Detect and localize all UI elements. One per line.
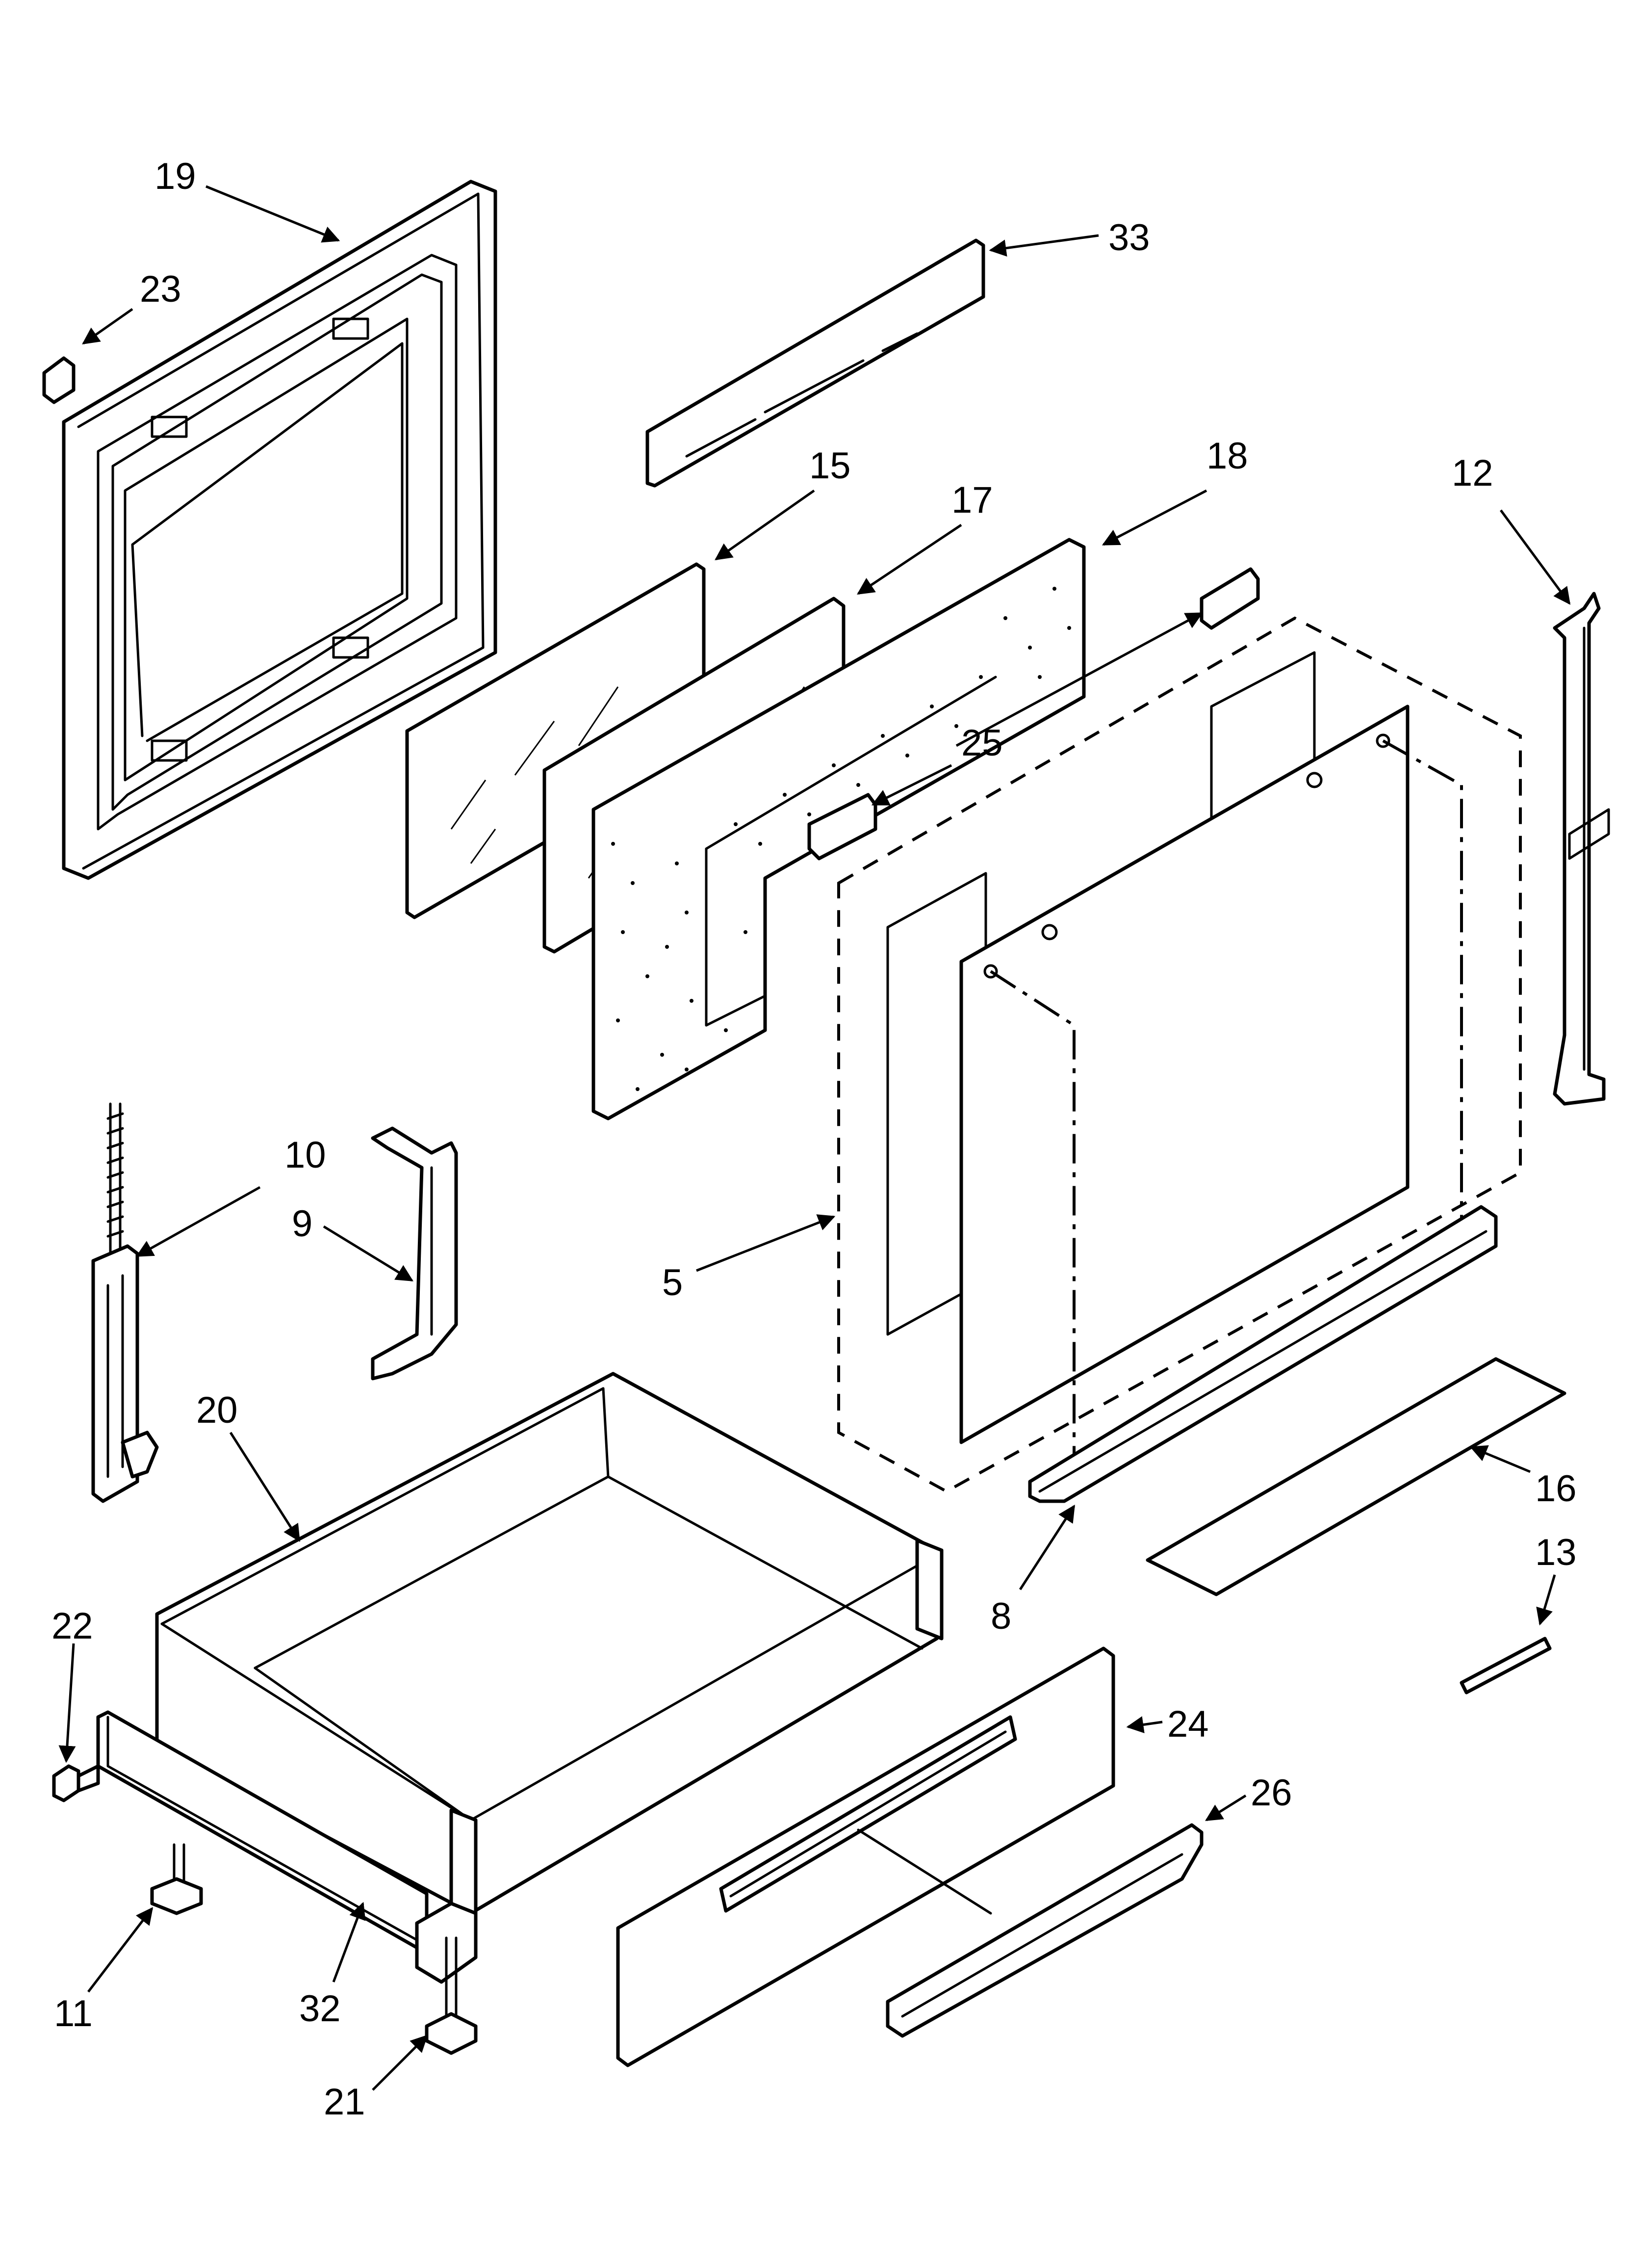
callout-12: 12 [1452,452,1493,494]
callout-15: 15 [809,445,851,487]
callout-22: 22 [51,1605,93,1647]
inner-door-assembly-part [837,616,1522,1493]
callout-25: 25 [961,722,1003,764]
callout-13: 13 [1535,1532,1577,1573]
drawer-front-part [616,1646,1115,2067]
insulation-speckle [611,587,1071,1091]
handle-assembly-line [857,1828,992,1915]
callout-26: 26 [1251,1772,1292,1814]
callout-32: 32 [299,1988,341,2030]
callout-9: 9 [292,1203,312,1245]
hinge-rod-part [91,1102,159,1503]
handle-bracket-part [371,1126,458,1381]
callout-33: 33 [1108,217,1150,259]
side-bracket-part [1553,592,1610,1106]
callout-20: 20 [196,1389,238,1431]
callout-8: 8 [991,1595,1011,1637]
drawer-handle-part [886,1823,1204,2038]
door-trim-part [1028,1205,1498,1503]
callout-21: 21 [324,2081,365,2123]
door-clip-part [42,356,76,404]
door-frame-part [62,180,497,880]
callout-19: 19 [154,156,196,197]
callout-24: 24 [1167,1703,1209,1745]
callout-5: 5 [662,1262,683,1303]
callout-11: 11 [54,1993,93,2034]
callout-10: 10 [284,1134,326,1176]
callout-16: 16 [1535,1468,1577,1510]
callout-17: 17 [951,479,993,521]
leader-lines [58,185,1571,2091]
leveling-leg-part [150,1843,203,1915]
leg-bracket-part [415,1902,478,2055]
lower-vent-part [1146,1357,1566,1596]
small-trim-part [1460,1637,1552,1694]
callout-18: 18 [1206,435,1248,477]
screw-part [52,1764,100,1802]
callout-23: 23 [140,268,181,310]
vent-strip-part [645,238,985,488]
